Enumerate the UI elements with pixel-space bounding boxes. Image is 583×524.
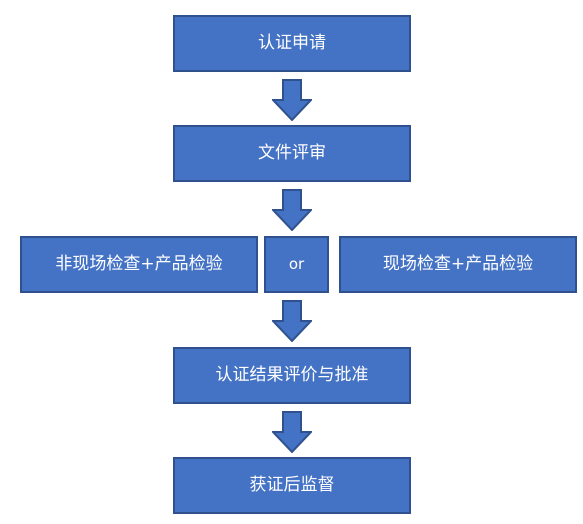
step-label: 认证结果评价与批准 bbox=[215, 365, 369, 385]
down-arrow-icon bbox=[272, 79, 312, 121]
down-arrow-icon bbox=[272, 189, 312, 231]
option-offsite-inspection: 非现场检查+产品检验 bbox=[20, 236, 258, 293]
step-label: 获证后监督 bbox=[249, 475, 335, 495]
down-arrow-icon bbox=[272, 411, 312, 453]
step-label: 认证申请 bbox=[258, 33, 326, 53]
option-onsite-inspection: 现场检查+产品检验 bbox=[339, 236, 577, 293]
step-label: 文件评审 bbox=[258, 143, 326, 163]
step-result-evaluation-approval: 认证结果评价与批准 bbox=[173, 347, 411, 404]
down-arrow-icon bbox=[272, 300, 312, 342]
step-post-certification-supervision: 获证后监督 bbox=[173, 457, 411, 514]
connector-label: or bbox=[288, 255, 305, 273]
option-label: 非现场检查+产品检验 bbox=[55, 254, 223, 274]
option-label: 现场检查+产品检验 bbox=[382, 254, 534, 274]
step-certification-application: 认证申请 bbox=[173, 15, 411, 72]
step-document-review: 文件评审 bbox=[173, 125, 411, 182]
or-connector: or bbox=[264, 236, 329, 293]
